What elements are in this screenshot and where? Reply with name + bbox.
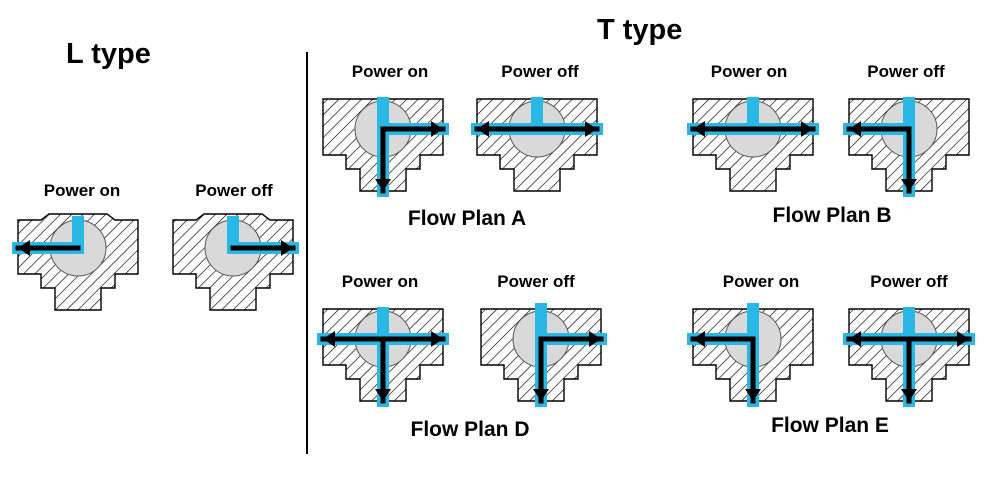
plan-a-power-on-valve [322,97,449,197]
t-type-title: T type [597,14,683,46]
channel-stub [903,307,915,339]
channel-stub [377,307,389,339]
channel-stub [903,97,915,129]
plan-d-title: Flow Plan D [410,418,530,441]
plan-b-power-off-valve [843,97,970,197]
flow-arrow-head [431,121,443,137]
flow-arrow-head [901,389,917,401]
channel-stub [535,303,547,339]
plan-d-power-off-label: Power off [497,272,575,291]
flow-arrow-head [323,331,335,347]
plan-a-power-off-label: Power off [501,62,579,81]
section-divider [306,52,308,454]
flow-arrow-head [375,389,391,401]
flow-arrow-head [693,121,705,137]
channel-stub [377,97,389,129]
plan-e-power-off-valve [843,307,975,407]
flow-arrow-head [477,121,489,137]
plan-d-power-on-label: Power on [341,272,419,291]
l-type-title: L type [66,38,151,70]
flow-arrow-head [585,121,597,137]
flow-arrow-head [693,331,705,347]
flow-arrow-head [533,389,549,401]
channel-stub [747,97,759,129]
flow-arrow-head [589,331,601,347]
plan-d-power-off-valve [480,303,607,407]
flow-arrow-head [18,240,30,256]
plan-e-power-on-valve [687,303,814,407]
flow-arrow-head [745,389,761,401]
plan-e-power-off-label: Power off [870,272,948,291]
plan-d-power-on-valve [317,307,449,407]
plan-e-power-on-label: Power on [722,272,800,291]
channel-stub [747,303,759,339]
flow-arrow-head [281,240,293,256]
plan-b-power-on-valve [687,97,819,192]
l-type-power-on-label: Power on [43,181,121,200]
channel-stub [227,216,239,248]
flow-arrow-head [431,331,443,347]
l-type-power-on-valve [12,213,139,311]
flow-arrow-head [849,121,861,137]
plan-a-power-off-valve [471,97,603,192]
l-type-power-off-label: Power off [195,181,273,200]
plan-b-power-off-label: Power off [867,62,945,81]
plan-a-power-on-label: Power on [351,62,429,81]
plan-b-power-on-label: Power on [710,62,788,81]
channel-stub [531,97,543,129]
l-type-power-off-valve [172,213,299,311]
flow-arrow-head [901,179,917,191]
channel-stub [72,216,84,248]
plan-e-title: Flow Plan E [771,414,889,437]
flow-arrow-head [375,179,391,191]
plan-a-title: Flow Plan A [407,207,527,230]
plan-b-title: Flow Plan B [772,204,892,227]
flow-arrow-head [801,121,813,137]
flow-arrow-head [957,331,969,347]
flow-arrow-head [849,331,861,347]
